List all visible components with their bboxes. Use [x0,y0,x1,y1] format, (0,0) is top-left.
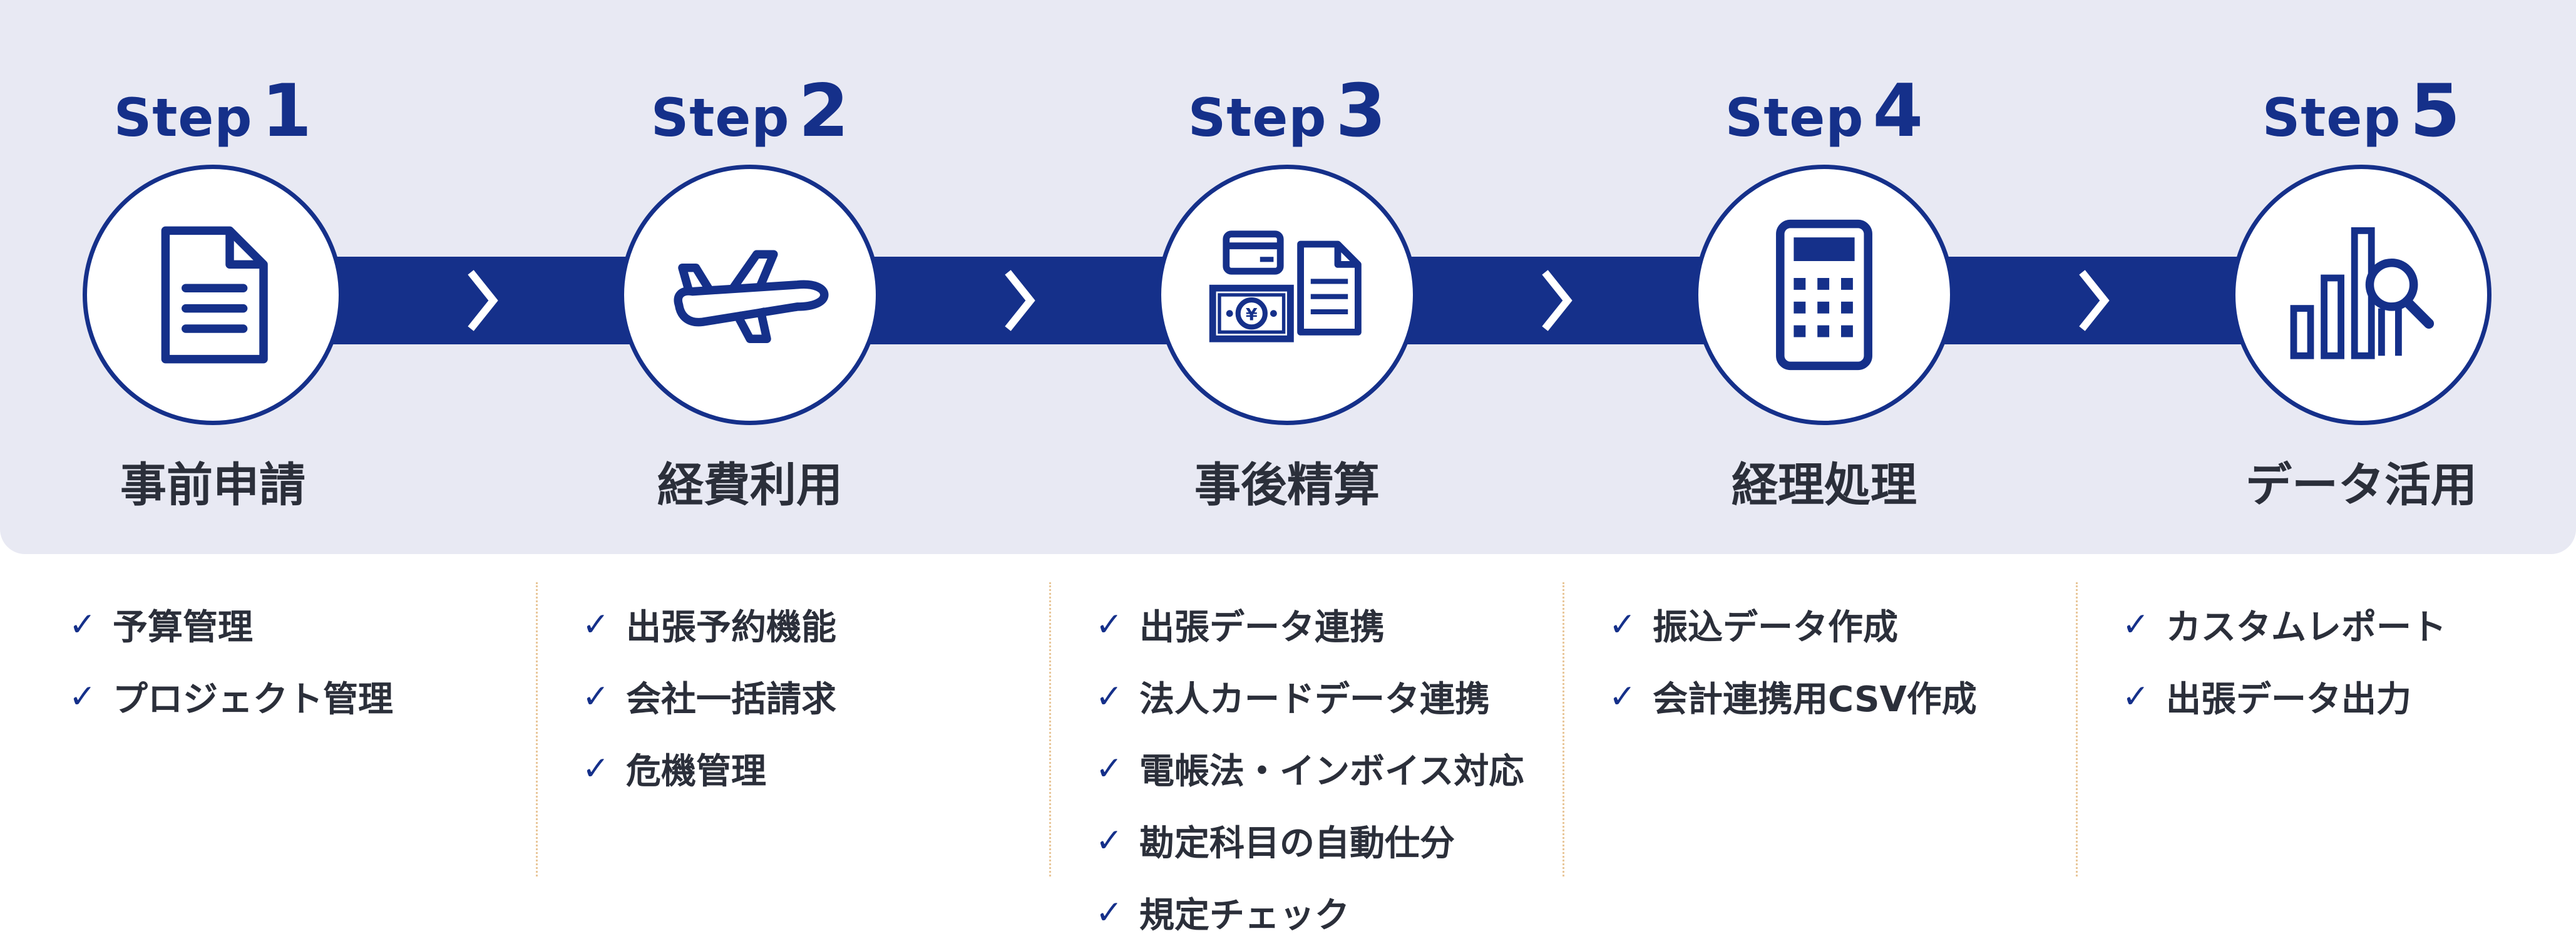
airplane-icon [674,250,829,343]
check-icon: ✓ [69,605,96,644]
column-divider [1563,582,1564,876]
list-item: ✓電帳法・インボイス対応 [1096,749,1524,793]
step-circle [1694,165,1954,425]
svg-text:¥: ¥ [1246,306,1258,325]
check-icon: ✓ [582,605,610,644]
list-item: ✓出張データ出力 [2122,677,2411,721]
feature-list-step-2: ✓出張予約機能 ✓会社一括請求 ✓危機管理 [582,589,1083,804]
check-icon: ✓ [1096,677,1123,716]
step-title: 経費利用 [657,458,843,512]
check-icon: ✓ [1096,605,1123,644]
calculator-icon [1776,219,1872,371]
list-item: ✓勘定科目の自動仕分 [1096,821,1455,865]
chevron-right-icon [2075,254,2112,347]
check-icon: ✓ [1096,821,1123,860]
list-item: ✓会計連携用CSV作成 [1609,677,1977,721]
check-icon: ✓ [1096,749,1123,788]
list-item: ✓法人カードデータ連携 [1096,677,1490,721]
step-circle: ¥ [1157,165,1417,425]
document-icon [161,226,268,364]
step-title: データ活用 [2245,458,2477,512]
feature-list-step-5: ✓カスタムレポート ✓出張データ出力 [2122,589,2576,733]
feature-list-step-4: ✓振込データ作成 ✓会計連携用CSV作成 [1609,589,2110,733]
list-item: ✓出張データ連携 [1096,605,1385,649]
check-icon: ✓ [582,677,610,716]
list-item: ✓危機管理 [582,749,766,793]
step-circle [620,165,880,425]
list-item: ✓カスタムレポート [2122,605,2446,649]
column-divider [1049,582,1051,876]
check-icon: ✓ [1609,677,1636,716]
chevron-right-icon [1537,254,1575,347]
step-circle [2231,165,2491,425]
list-item: ✓出張予約機能 [582,605,836,649]
chevron-right-icon [1000,254,1038,347]
check-icon: ✓ [2122,605,2150,644]
chevron-right-icon [463,254,501,347]
list-item: ✓予算管理 [69,605,253,649]
step-title: 経理処理 [1732,458,1917,512]
receipts-icon: ¥ [1209,230,1362,342]
list-item: ✓プロジェクト管理 [69,677,393,721]
step-circle [83,165,343,425]
step-title: 事後精算 [1194,458,1380,512]
list-item: ✓振込データ作成 [1609,605,1898,649]
feature-list-step-3: ✓出張データ連携 ✓法人カードデータ連携 ✓電帳法・インボイス対応 ✓勘定科目の… [1096,589,1596,948]
analytics-icon [2290,227,2435,359]
list-item: ✓規定チェック [1096,893,1350,937]
check-icon: ✓ [1096,893,1123,932]
check-icon: ✓ [1609,605,1636,644]
check-icon: ✓ [69,677,96,716]
check-icon: ✓ [582,749,610,788]
feature-list-step-1: ✓予算管理 ✓プロジェクト管理 [69,589,570,733]
check-icon: ✓ [2122,677,2150,716]
step-title: 事前申請 [120,458,305,512]
column-divider [2076,582,2078,876]
column-divider [536,582,538,876]
list-item: ✓会社一括請求 [582,677,836,721]
